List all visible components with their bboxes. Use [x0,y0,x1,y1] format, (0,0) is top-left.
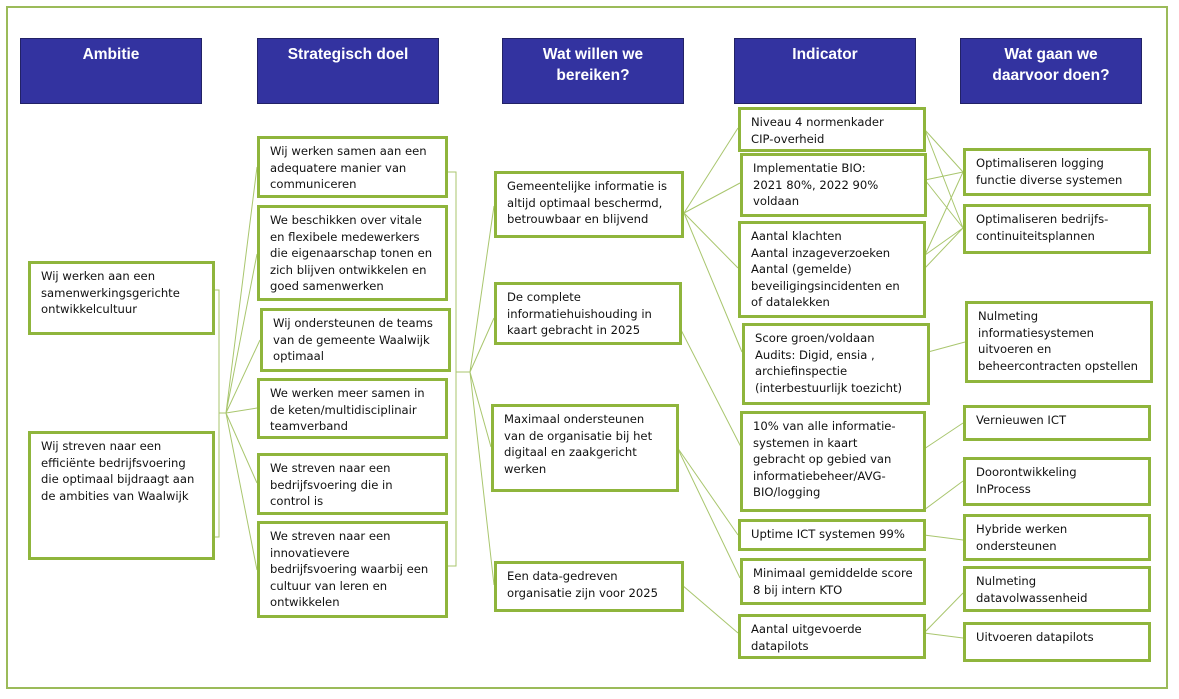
indicator-box: 10% van alle informatie- systemen in kaa… [740,411,926,512]
strategisch-doel-box: Wij werken samen aan een adequatere mani… [257,136,448,198]
actie-box: Optimaliseren bedrijfs- continuiteitspla… [963,204,1151,254]
doel-bracket [448,171,470,567]
ambitie-box: Wij streven naar een efficiënte bedrijfs… [28,431,215,560]
header-wat-willen-we-bereiken: Wat willen we bereiken? [502,38,684,104]
indicator-box: Niveau 4 normenkader CIP-overheid [738,107,926,152]
indicator-box: Aantal uitgevoerde datapilots [738,614,926,659]
strategisch-doel-box: Wij ondersteunen de teams van de gemeent… [260,308,451,372]
header-wat-gaan-we-doen: Wat gaan we daarvoor doen? [960,38,1142,104]
ambitie-bracket [213,289,226,538]
actie-box: Uitvoeren datapilots [963,622,1151,662]
indicator-box: Uptime ICT systemen 99% [738,519,926,551]
actie-box: Nulmeting informatiesystemen uitvoeren e… [965,301,1153,383]
doel-to-bereiken-lines [469,205,495,586]
header-strategisch-doel: Strategisch doel [257,38,439,104]
actie-box: Hybride werken ondersteunen [963,514,1151,561]
ambitie-box: Wij werken aan een samenwerkingsgerichte… [28,261,215,335]
strategisch-doel-box: We streven naar een innovatievere bedrij… [257,521,448,618]
ambitie-to-doel-lines [225,166,261,571]
diagram-frame [6,6,1168,689]
bereiken-to-indicator-lines [676,127,743,634]
indicator-to-actie-lines [923,129,966,639]
bereiken-box: Gemeentelijke informatie is altijd optim… [494,171,684,238]
bereiken-box: De complete informatiehuishouding in kaa… [494,282,682,345]
bereiken-box: Een data-gedreven organisatie zijn voor … [494,561,684,612]
header-ambitie: Ambitie [20,38,202,104]
actie-box: Doorontwikkeling InProcess [963,457,1151,506]
strategisch-doel-box: We beschikken over vitale en flexibele m… [257,205,448,301]
actie-box: Optimaliseren logging functie diverse sy… [963,148,1151,196]
header-indicator: Indicator [734,38,916,104]
indicator-box: Implementatie BIO: 2021 80%, 2022 90% vo… [740,153,927,217]
indicator-box: Aantal klachten Aantal inzageverzoeken A… [738,221,926,318]
bereiken-box: Maximaal ondersteunen van de organisatie… [491,404,679,492]
strategisch-doel-box: We streven naar een bedrijfsvoering die … [257,453,448,515]
actie-box: Nulmeting datavolwassenheid [963,566,1151,612]
indicator-box: Minimaal gemiddelde score 8 bij intern K… [740,558,926,605]
strategisch-doel-box: We werken meer samen in de keten/multidi… [257,378,448,439]
indicator-box: Score groen/voldaan Audits: Digid, ensia… [742,323,930,405]
actie-box: Vernieuwen ICT [963,405,1151,441]
